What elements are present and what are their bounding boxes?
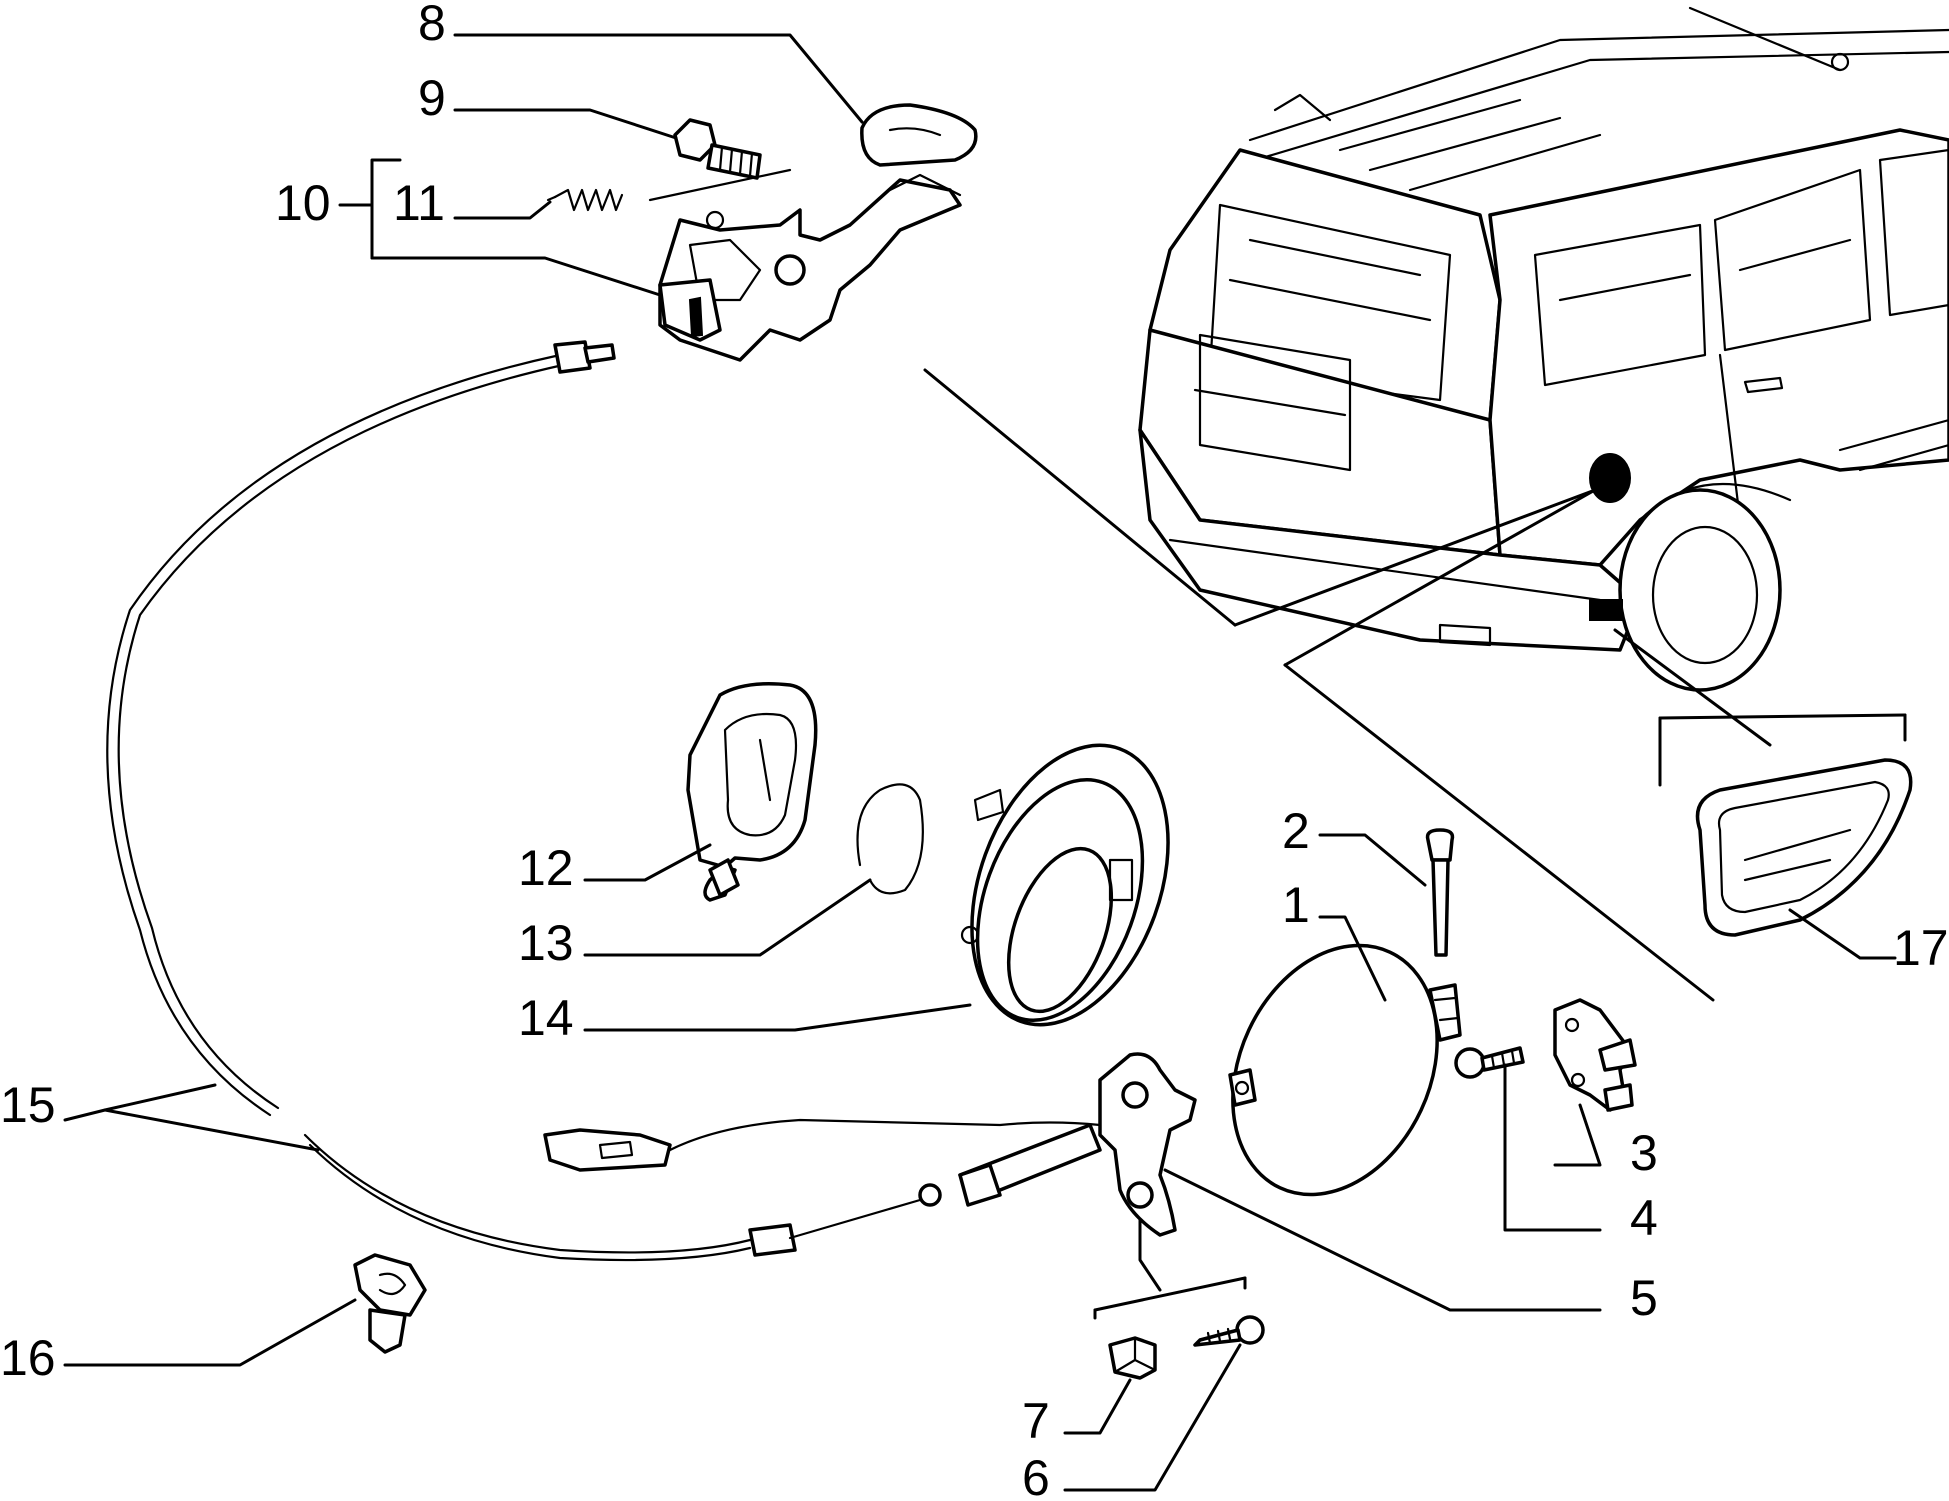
spring-part-11 [546,188,624,212]
callout-3: 3 [1630,1125,1658,1181]
screw-part-9 [673,118,762,180]
bump-cap-part-8 [860,103,978,167]
callout-9: 9 [418,70,446,126]
callout-14: 14 [518,990,574,1046]
callout-leader-lines [63,33,1897,1492]
callout-12: 12 [518,840,574,896]
screw-part-4 [1454,1046,1525,1079]
vehicle-rear-view [1138,6,1949,692]
release-lever-part-5 [543,1052,1197,1237]
cable-clip-part-16 [353,1253,427,1354]
pin-part-2 [1425,828,1455,957]
hinge-bracket-part-3 [1553,998,1637,1112]
callout-15: 15 [0,1077,56,1133]
callout-2: 2 [1282,803,1310,859]
callout-17: 17 [1893,920,1949,976]
callout-10: 10 [275,175,331,231]
callout-1: 1 [1282,877,1310,933]
detail-leader-lines [923,368,1907,1002]
filler-housing-part-12 [686,682,818,902]
callout-8: 8 [418,0,446,51]
callout-11: 11 [393,175,445,231]
retaining-ring-part-13 [856,783,924,895]
screw-part-6 [1193,1315,1265,1347]
callout-13: 13 [518,915,574,971]
callout-4: 4 [1630,1190,1658,1246]
vent-grille-part-17 [1695,758,1913,937]
fuel-flap-part-1 [1228,943,1462,1197]
latch-mechanism-part-10 [648,168,962,362]
clip-nut-part-7 [1108,1336,1157,1380]
callout-7: 7 [1022,1393,1050,1449]
filler-collar-part-14 [960,743,1170,1027]
callout-16: 16 [0,1330,56,1386]
callout-5: 5 [1630,1270,1658,1326]
callout-6: 6 [1022,1450,1050,1501]
release-cable-part-15 [106,340,942,1262]
